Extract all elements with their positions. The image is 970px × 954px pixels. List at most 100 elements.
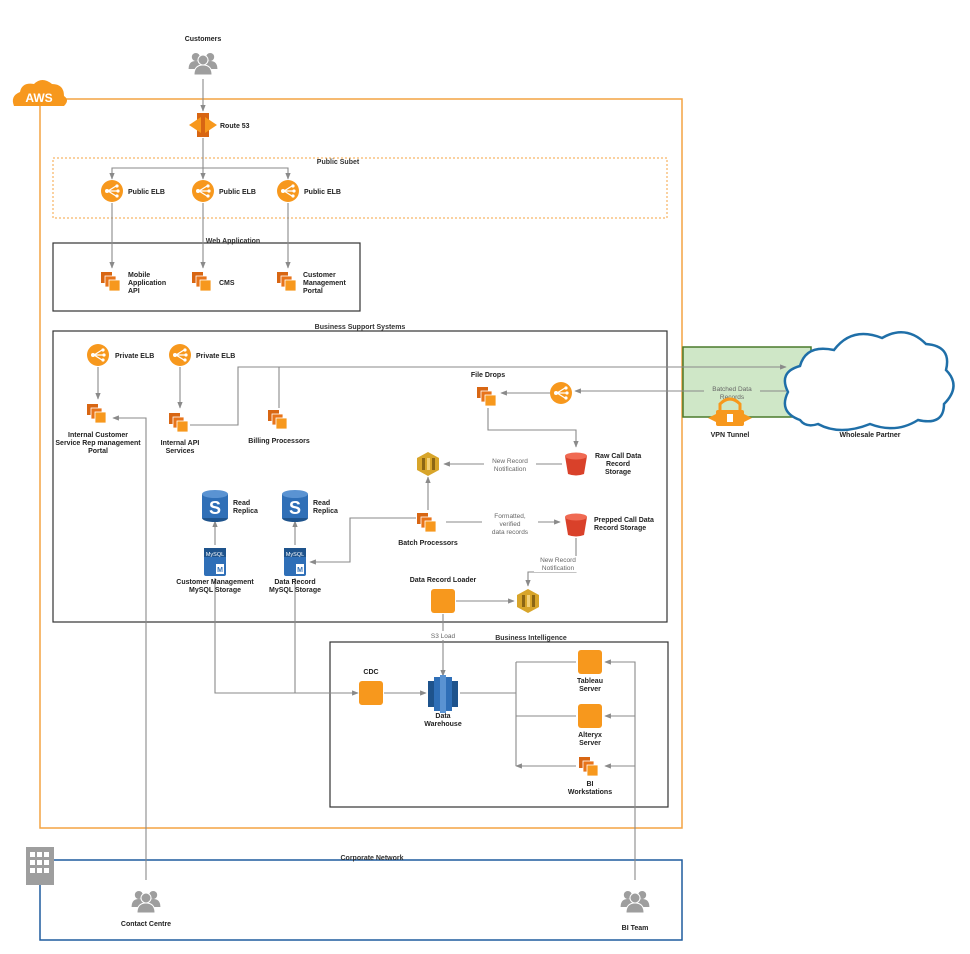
ingest-elb-node bbox=[549, 381, 573, 405]
prepped-call-label-1: Prepped Call Data bbox=[594, 517, 654, 524]
edge-label-batched-2: Records bbox=[720, 394, 745, 401]
vpn-tunnel-node: VPN Tunnel bbox=[708, 397, 752, 439]
edge-contact-internal bbox=[112, 415, 147, 880]
edge-label-batched-1: Batched Data bbox=[712, 386, 752, 393]
internal-api-node: Internal API Services bbox=[161, 412, 199, 455]
customer-portal-label-3: Portal bbox=[303, 288, 323, 295]
route53-label: Route 53 bbox=[220, 123, 250, 130]
wholesale-partner-cloud bbox=[783, 331, 955, 432]
mysql-badge-1: MySQL bbox=[206, 552, 224, 558]
corporate-network-group bbox=[39, 859, 683, 941]
web-application-title: Web Application bbox=[206, 238, 260, 245]
mysql-db-icon: MySQL M bbox=[284, 548, 306, 576]
internal-portal-label-2: Service Rep management bbox=[55, 440, 141, 447]
internal-portal-node: Internal Customer Service Rep management… bbox=[55, 403, 141, 455]
edge-label-new-record-1-a: New Record bbox=[492, 458, 528, 465]
customer-mysql-label-1: Customer Management bbox=[176, 579, 254, 586]
file-drops-label: File Drops bbox=[471, 372, 505, 379]
edge-label-new-record-2: New Record Notification bbox=[534, 556, 586, 572]
public-elb-2-label: Public ELB bbox=[219, 189, 256, 196]
users-icon bbox=[189, 53, 218, 75]
business-support-title: Business Support Systems bbox=[315, 324, 406, 331]
cms-label: CMS bbox=[219, 280, 235, 287]
vpn-tunnel-label: VPN Tunnel bbox=[711, 432, 750, 439]
internal-portal-label-1: Internal Customer bbox=[68, 432, 128, 439]
vpn-lock-icon bbox=[708, 397, 752, 426]
ec2-instances-icon bbox=[191, 271, 212, 292]
bi-workstations-label-2: Workstations bbox=[568, 789, 612, 796]
wholesale-partner-label: Wholesale Partner bbox=[839, 432, 900, 439]
web-application-group bbox=[52, 242, 361, 312]
edge-label-new-record-1: New Record Notification bbox=[484, 457, 536, 473]
users-icon bbox=[132, 891, 161, 913]
business-support-group bbox=[52, 330, 668, 623]
edge-label-formatted-3: data records bbox=[492, 529, 529, 536]
cms-node: CMS bbox=[191, 271, 235, 292]
billing-label: Billing Processors bbox=[248, 438, 310, 445]
replica-glyph-2: S bbox=[289, 498, 301, 518]
customer-mysql-label-2: MySQL Storage bbox=[189, 587, 241, 594]
ec2-instances-icon bbox=[578, 756, 599, 777]
public-subnet-group bbox=[52, 157, 668, 219]
raw-call-label-2: Record bbox=[606, 461, 630, 468]
customer-portal-node: Customer Management Portal bbox=[276, 271, 346, 295]
public-elb-3: Public ELB bbox=[276, 179, 341, 203]
mobile-api-label-2: Application bbox=[128, 280, 166, 287]
edge-bi-warehouse bbox=[460, 661, 576, 766]
public-elb-1: Public ELB bbox=[100, 179, 165, 203]
mysql-m-2: M bbox=[297, 567, 303, 574]
edge-label-formatted-2: verified bbox=[500, 521, 521, 528]
read-replica-1-label-1: Read bbox=[233, 500, 250, 507]
internal-api-label-2: Services bbox=[166, 448, 195, 455]
s3-bucket-icon bbox=[565, 452, 587, 476]
tableau-label-2: Server bbox=[579, 686, 601, 693]
instance-icon bbox=[578, 704, 602, 728]
corporate-network-title: Corporate Network bbox=[340, 855, 403, 862]
data-mysql-label-1: Data Record bbox=[274, 579, 315, 586]
mysql-badge-2: MySQL bbox=[286, 552, 304, 558]
corporate-building-icon bbox=[26, 847, 54, 885]
s3-bucket-icon bbox=[565, 513, 587, 537]
load-balancer-icon bbox=[86, 343, 110, 367]
mobile-api-label-3: API bbox=[128, 288, 140, 295]
prepped-call-label-2: Record Storage bbox=[594, 525, 646, 532]
mobile-api-label-1: Mobile bbox=[128, 272, 150, 279]
edge-label-batched: Batched Data Records bbox=[704, 384, 760, 402]
load-balancer-icon bbox=[100, 179, 124, 203]
private-elb-1: Private ELB bbox=[86, 343, 154, 367]
billing-node: Billing Processors bbox=[248, 409, 310, 445]
edge-label-s3-load-text: S3 Load bbox=[431, 633, 456, 640]
load-balancer-icon bbox=[549, 381, 573, 405]
data-mysql-label-2: MySQL Storage bbox=[269, 587, 321, 594]
cdc-node: CDC bbox=[359, 669, 383, 705]
ec2-instances-icon bbox=[100, 271, 121, 292]
users-icon bbox=[621, 891, 650, 913]
bi-workstations-node: BI Workstations bbox=[568, 756, 612, 796]
tableau-label-1: Tableau bbox=[577, 678, 603, 685]
contact-centre-label: Contact Centre bbox=[121, 921, 171, 928]
batch-processors-node: Batch Processors bbox=[398, 512, 458, 547]
edge-label-formatted-1: Formatted, bbox=[494, 513, 526, 520]
alteryx-server-node: Alteryx Server bbox=[578, 704, 602, 747]
load-balancer-icon bbox=[276, 179, 300, 203]
data-mysql-node: MySQL M Data Record MySQL Storage bbox=[269, 548, 321, 594]
private-elb-2-label: Private ELB bbox=[196, 353, 235, 360]
raw-call-label-3: Storage bbox=[605, 469, 631, 476]
business-intelligence-group bbox=[329, 641, 669, 808]
edge-batch-datamysql bbox=[309, 517, 416, 565]
warehouse-label-1: Data bbox=[435, 713, 450, 720]
edge-label-new-record-1-b: Notification bbox=[494, 466, 527, 473]
raw-call-label-1: Raw Call Data bbox=[595, 453, 641, 460]
edge-route53-elb3 bbox=[203, 167, 291, 180]
aws-badge: AWS bbox=[12, 80, 67, 106]
mysql-m-1: M bbox=[217, 567, 223, 574]
customer-portal-label-1: Customer bbox=[303, 272, 336, 279]
read-replica-2-node: S Read Replica bbox=[282, 490, 338, 522]
customers-node: Customers bbox=[185, 36, 221, 75]
edge-label-s3-load: S3 Load bbox=[428, 631, 458, 640]
edge-label-new-record-2-b: Notification bbox=[542, 565, 575, 572]
private-elb-2: Private ELB bbox=[168, 343, 235, 367]
data-record-loader-node: Data Record Loader bbox=[410, 577, 477, 613]
warehouse-label-2: Warehouse bbox=[424, 721, 462, 728]
bi-team-node: BI Team bbox=[621, 891, 650, 932]
